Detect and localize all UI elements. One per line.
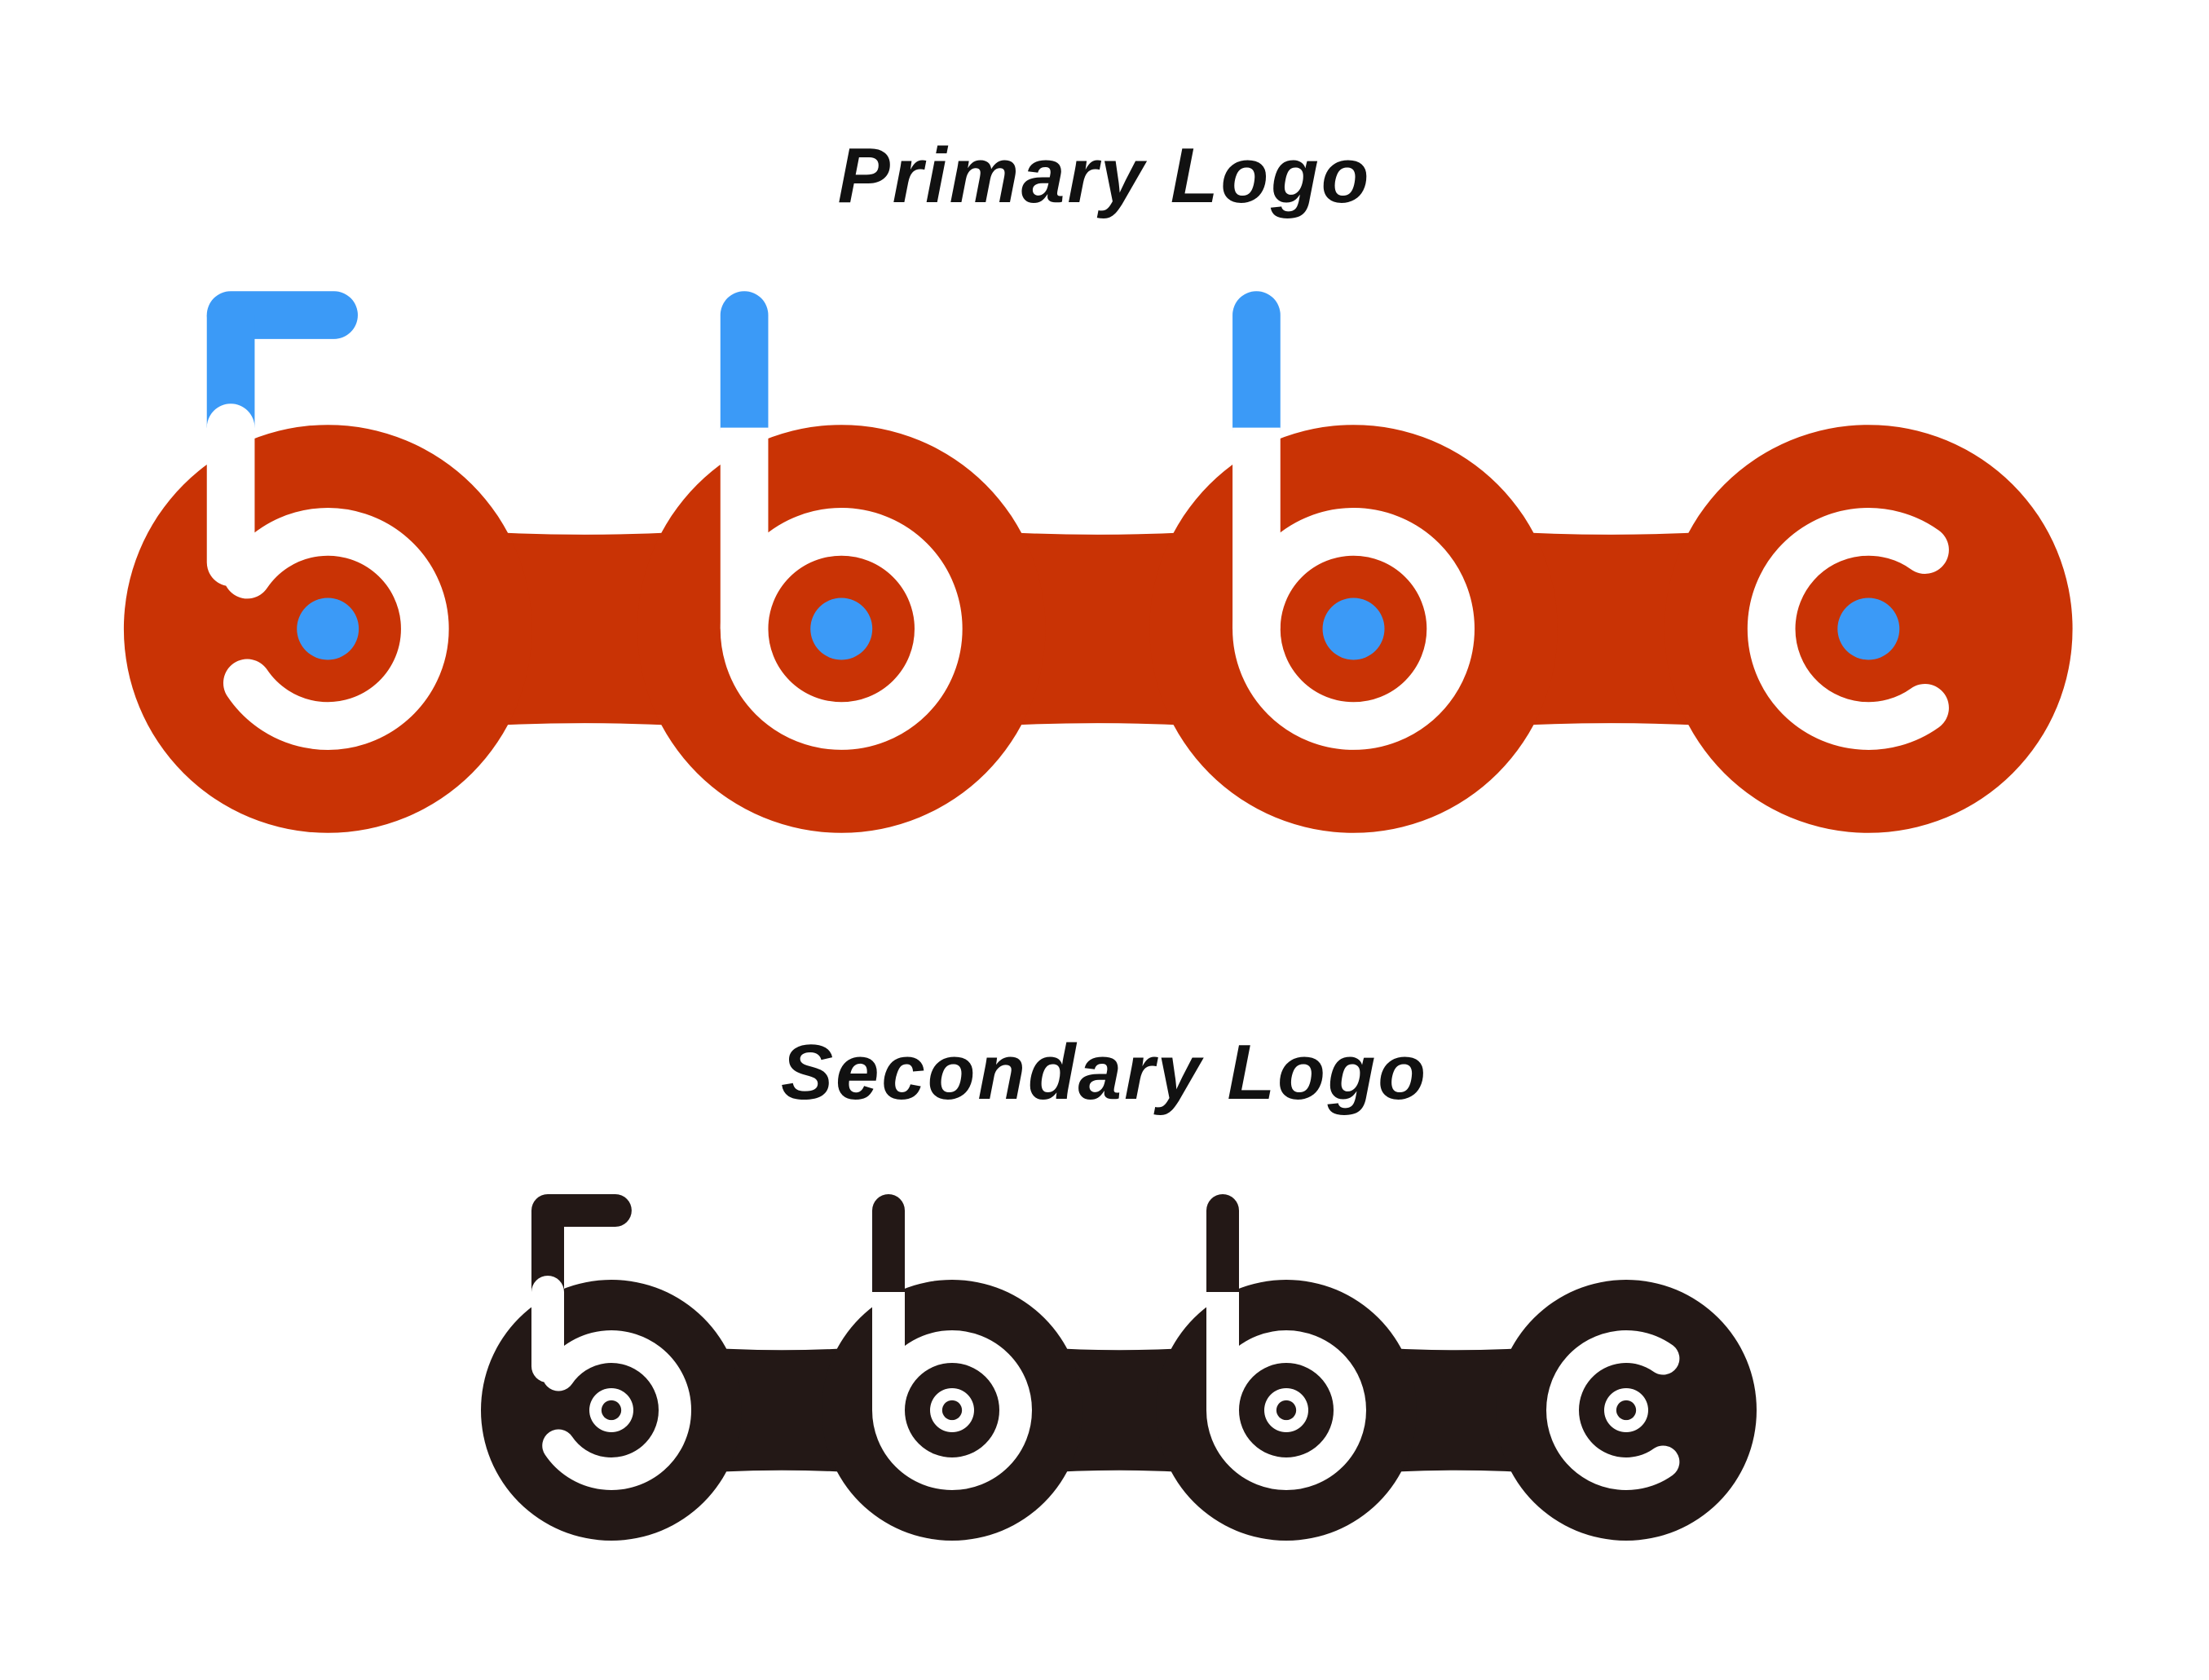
secondary-letter-5 [531, 1194, 691, 1490]
secondary-letter-b [872, 1194, 1032, 1490]
secondary-letter-c [1546, 1330, 1680, 1490]
primary-logo-heading: Primary Logo [837, 132, 1372, 219]
primary-letter-b [1232, 291, 1475, 750]
primary-hub-dot [810, 597, 873, 660]
primary-logo [123, 291, 2073, 833]
primary-hub-dot [1322, 597, 1385, 660]
secondary-logo-heading: Secondary Logo [780, 1029, 1429, 1116]
primary-hub-dot [297, 597, 359, 660]
primary-hub-dot [1837, 597, 1900, 660]
primary-letter-5 [206, 291, 449, 750]
secondary-logo [481, 1194, 1757, 1541]
primary-letters [206, 291, 1949, 750]
primary-letter-c [1747, 508, 1949, 750]
primary-letter-b [720, 291, 963, 750]
secondary-letters [531, 1194, 1680, 1490]
secondary-letter-b [1206, 1194, 1366, 1490]
